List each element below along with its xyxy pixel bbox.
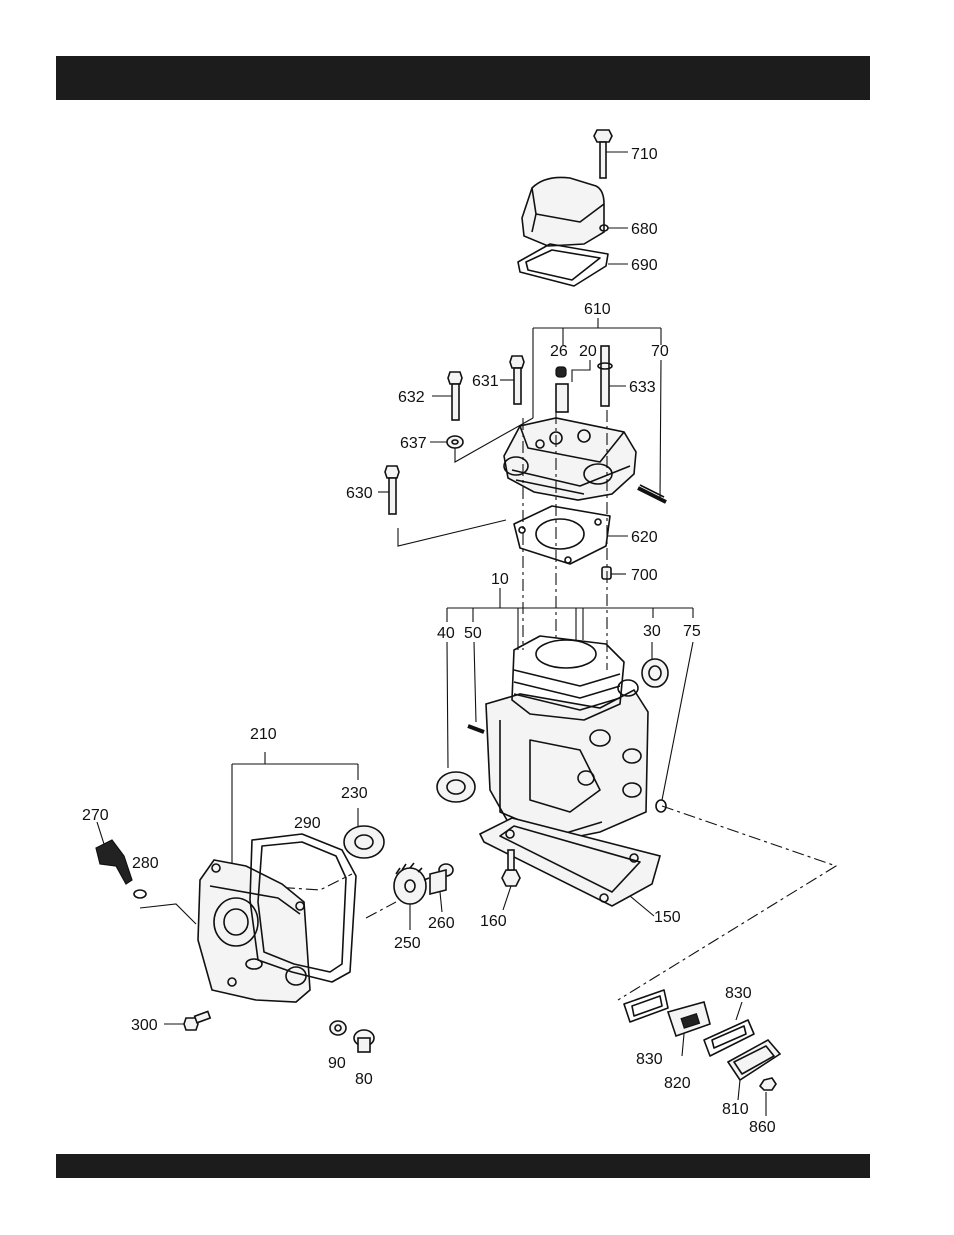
part-20 — [556, 384, 568, 412]
callout-26: 26 — [550, 343, 568, 360]
washer-90 — [330, 1021, 346, 1035]
crankcase-block — [486, 636, 648, 840]
bolt-631 — [500, 356, 524, 404]
seal-30 — [642, 659, 668, 687]
callout-230: 230 — [341, 785, 368, 802]
cylinder-head — [504, 418, 636, 500]
bolt-632 — [432, 372, 462, 420]
oring-75 — [656, 800, 666, 812]
callout-290: 290 — [294, 815, 321, 832]
plate-820 — [668, 1002, 710, 1056]
bearing-230 — [344, 826, 384, 858]
stud-70 — [638, 485, 666, 502]
callout-631: 631 — [472, 373, 499, 390]
callout-20: 20 — [579, 343, 597, 360]
bolt-300 — [164, 1011, 210, 1030]
callout-75: 75 — [683, 623, 701, 640]
callout-690: 690 — [631, 257, 658, 274]
callout-150: 150 — [654, 909, 681, 926]
callout-633: 633 — [629, 379, 656, 396]
part-26 — [556, 367, 566, 377]
callout-270: 270 — [82, 807, 109, 824]
base-plate-150 — [480, 818, 660, 916]
callout-160: 160 — [480, 913, 507, 930]
gasket-830-a — [624, 990, 668, 1022]
oil-seal-40 — [437, 772, 475, 802]
callout-830-lower: 830 — [636, 1051, 663, 1068]
callout-830-upper: 830 — [725, 985, 752, 1002]
valve-cover-680 — [522, 177, 628, 246]
bolt-710 — [594, 130, 628, 178]
callout-250: 250 — [394, 935, 421, 952]
oring-280 — [134, 890, 146, 898]
callout-30: 30 — [643, 623, 661, 640]
callout-260: 260 — [428, 915, 455, 932]
callout-710: 710 — [631, 146, 658, 163]
callout-620: 620 — [631, 529, 658, 546]
pin-50 — [468, 726, 484, 732]
callout-810: 810 — [722, 1101, 749, 1118]
bolt-860 — [760, 1078, 776, 1116]
gear-250 — [394, 863, 429, 930]
head-gasket-620 — [514, 506, 628, 564]
bolt-630 — [378, 466, 506, 546]
stud-633 — [598, 346, 626, 406]
callout-680: 680 — [631, 221, 658, 238]
callout-80: 80 — [355, 1071, 373, 1088]
callout-300: 300 — [131, 1017, 158, 1034]
cover-810 — [728, 1040, 780, 1100]
callout-50: 50 — [464, 625, 482, 642]
callout-820: 820 — [664, 1075, 691, 1092]
callout-labels: 710 680 690 610 26 20 70 632 631 633 637… — [82, 146, 776, 1136]
callout-90: 90 — [328, 1055, 346, 1072]
callout-610: 610 — [584, 301, 611, 318]
callout-210: 210 — [250, 726, 277, 743]
callout-40: 40 — [437, 625, 455, 642]
dowel-700 — [602, 567, 626, 579]
plug-80 — [354, 1030, 374, 1052]
callout-630: 630 — [346, 485, 373, 502]
sensor-270 — [96, 822, 196, 924]
callout-70: 70 — [651, 343, 669, 360]
callout-700: 700 — [631, 567, 658, 584]
callout-280: 280 — [132, 855, 159, 872]
shaft-260 — [430, 864, 453, 912]
gasket-830-b — [704, 1002, 754, 1056]
callout-10: 10 — [491, 571, 509, 588]
callout-860: 860 — [749, 1119, 776, 1136]
callout-632: 632 — [398, 389, 425, 406]
cover-gasket-690 — [518, 244, 628, 286]
callout-637: 637 — [400, 435, 427, 452]
